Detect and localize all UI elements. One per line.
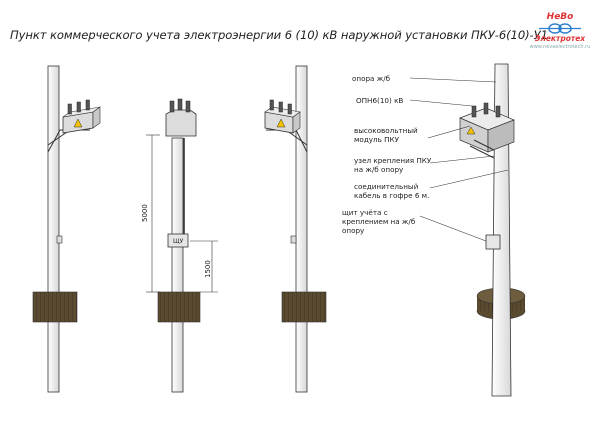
ground-3	[281, 291, 327, 323]
dimension-lines	[146, 134, 218, 293]
meter-box-2	[167, 233, 189, 248]
meter-box-4	[485, 234, 501, 250]
logo-line-2: Электротех	[534, 34, 586, 43]
callout-cable: соединительный кабель в гофре 6 м.	[354, 182, 430, 200]
logo-line-3: www.nevaelectrotech.ru	[529, 44, 591, 50]
view-3	[264, 65, 327, 393]
logo-mark-icon	[539, 23, 581, 34]
callout-opn: ОПН6(10) кВ	[356, 96, 404, 105]
ground-1	[32, 291, 78, 323]
view-4	[459, 63, 526, 397]
callout-shield: щит учёта с креплением на ж/б опору	[342, 208, 416, 235]
warning-icon-3	[276, 118, 286, 128]
callout-module: высоковольтный модуль ПКУ	[354, 126, 418, 144]
dim-5000: 5000	[141, 204, 149, 222]
view-1	[32, 65, 101, 393]
logo-line-1: НеВо	[546, 12, 574, 22]
callout-pole: опора ж/б	[352, 74, 391, 83]
page-title: Пункт коммерческого учета электроэнергии…	[10, 28, 548, 42]
meter-label: ЩУ	[173, 238, 184, 245]
company-logo: НеВо Электротех www.nevaelectrotech.ru	[527, 12, 593, 66]
pole-2	[171, 137, 184, 393]
callout-mount: узел крепления ПКУ на ж/б опору	[354, 156, 432, 174]
warning-icon	[73, 118, 83, 128]
pole-1	[47, 65, 60, 393]
callout-leaders	[409, 77, 509, 242]
module-box-2	[165, 109, 197, 137]
ground-2	[157, 291, 201, 323]
view-2: ЩУ 5000 1500	[141, 98, 218, 393]
dim-1500: 1500	[204, 260, 212, 278]
pole-3	[295, 65, 308, 393]
